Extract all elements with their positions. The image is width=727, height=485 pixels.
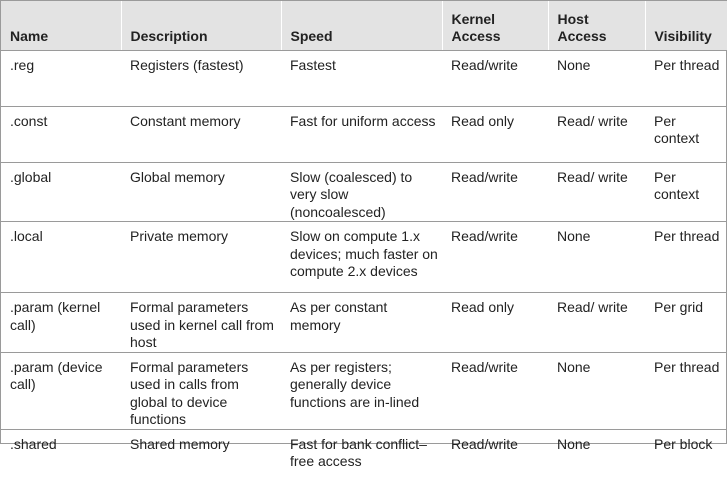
- cell-kernel-access: Read only: [442, 106, 548, 163]
- cell-host-access: None: [548, 352, 645, 430]
- cell-description: Constant memory: [121, 106, 281, 163]
- table-row: .const Constant memory Fast for uniform …: [1, 106, 727, 163]
- cell-description: Shared memory: [130, 435, 230, 452]
- header-visibility-text: Visibility: [654, 27, 712, 44]
- header-row: Name Description Speed Kernel Access Hos…: [1, 1, 727, 51]
- header-kernel-access-text: Kernel Access: [451, 10, 501, 44]
- cell-speed: As per registers; generally device funct…: [281, 352, 442, 430]
- cell-name: .shared: [10, 435, 57, 452]
- header-visibility: Visibility: [645, 1, 727, 51]
- cell-host-access: Read/ write: [548, 292, 645, 353]
- cell-name: .reg: [1, 50, 121, 107]
- cell-name: .local: [1, 221, 121, 293]
- table-body: .reg Registers (fastest) Fastest Read/wr…: [1, 50, 727, 485]
- cell-visibility: Per thread: [645, 221, 727, 293]
- cell-speed: Fast for uniform access: [281, 106, 442, 163]
- table-header: Name Description Speed Kernel Access Hos…: [1, 1, 727, 51]
- cell-kernel-access: Read/write: [442, 352, 548, 430]
- table-row: .local Private memory Slow on compute 1.…: [1, 221, 727, 293]
- header-host-access-text: Host Access: [557, 10, 607, 44]
- cell-visibility: Per thread: [645, 50, 727, 107]
- header-name-text: Name: [10, 27, 49, 44]
- memory-spaces-table-frame: Name Description Speed Kernel Access Hos…: [0, 0, 727, 469]
- cell-name: .param (kernel call): [1, 292, 121, 353]
- cell-speed: Slow (coalesced) to very slow (noncoales…: [281, 162, 442, 222]
- cell-host-access: Read/ write: [548, 162, 645, 222]
- cell-kernel-access: Read/write: [442, 50, 548, 107]
- cell-host-access: None: [548, 50, 645, 107]
- cell-host-access: Read/ write: [548, 106, 645, 163]
- header-description-text: Description: [130, 27, 208, 44]
- cell-speed: Fast for bank conflict–free access: [290, 435, 427, 470]
- cell-visibility: Per grid: [645, 292, 727, 353]
- cell-host-access: None: [548, 221, 645, 293]
- cell-visibility: Per context: [645, 106, 727, 163]
- table-row: .shared Shared memory Fast for bank conf…: [1, 429, 727, 485]
- cell-description: Formal parameters used in calls from glo…: [121, 352, 281, 430]
- cell-kernel-access: Read only: [442, 292, 548, 353]
- cell-name: .global: [1, 162, 121, 222]
- cell-visibility: Per block: [654, 435, 713, 452]
- cell-name: .param (device call): [1, 352, 121, 430]
- cell-visibility: Per context: [645, 162, 727, 222]
- table-row: .param (device call) Formal parameters u…: [1, 352, 727, 430]
- cell-speed: Slow on compute 1.x devices; much faster…: [281, 221, 442, 293]
- header-host-access: Host Access: [548, 1, 646, 51]
- cell-description: Formal parameters used in kernel call fr…: [121, 292, 281, 353]
- cell-description: Private memory: [121, 221, 281, 293]
- table-row: .reg Registers (fastest) Fastest Read/wr…: [1, 50, 727, 107]
- table-row: .param (kernel call) Formal parameters u…: [1, 292, 727, 353]
- header-speed: Speed: [281, 1, 443, 51]
- cell-description: Global memory: [121, 162, 281, 222]
- cell-kernel-access: Read/write: [442, 221, 548, 293]
- cell-speed: As per constant memory: [281, 292, 442, 353]
- header-kernel-access: Kernel Access: [442, 1, 549, 51]
- cell-host-access: None: [557, 435, 591, 452]
- cell-description: Registers (fastest): [121, 50, 281, 107]
- cell-kernel-access: Read/write: [451, 435, 518, 452]
- cell-kernel-access: Read/write: [442, 162, 548, 222]
- header-name: Name: [1, 1, 122, 51]
- table-row: .global Global memory Slow (coalesced) t…: [1, 162, 727, 222]
- cell-speed: Fastest: [281, 50, 442, 107]
- cell-visibility: Per thread: [645, 352, 727, 430]
- header-description: Description: [121, 1, 282, 51]
- cell-name: .const: [1, 106, 121, 163]
- header-speed-text: Speed: [290, 27, 333, 44]
